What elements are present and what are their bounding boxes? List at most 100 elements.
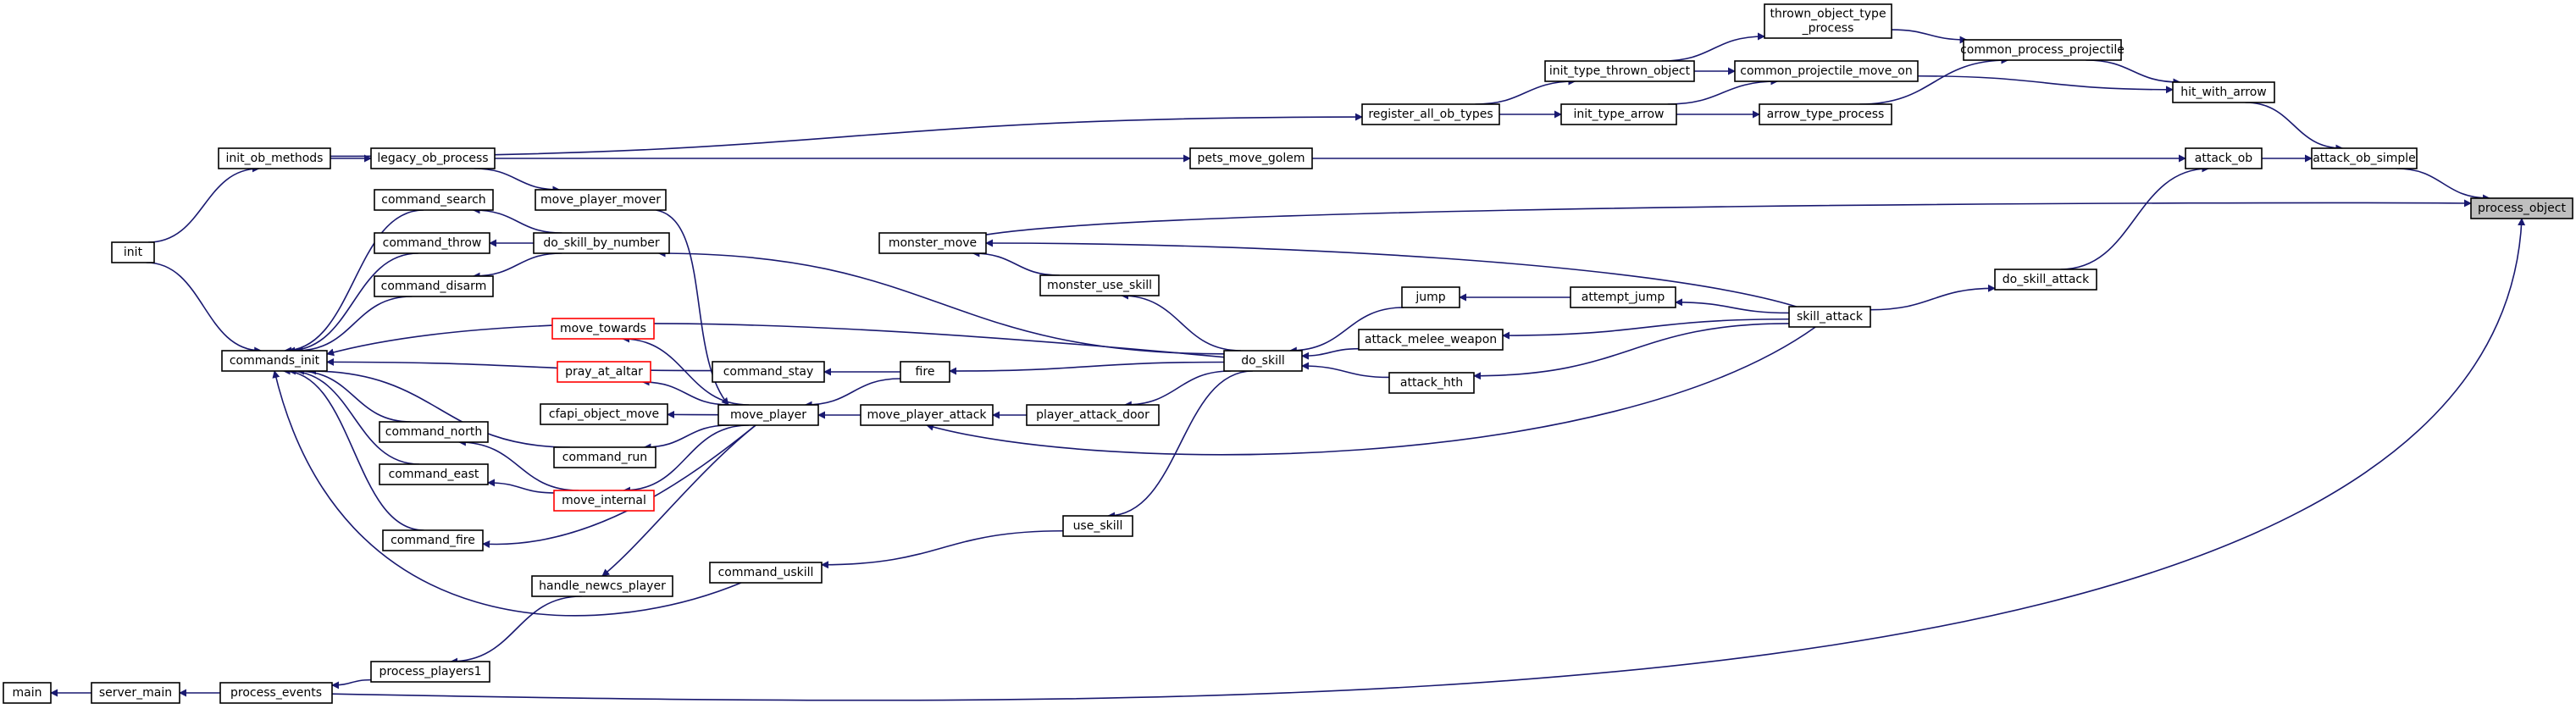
node-label: do_skill_attack (2003, 273, 2090, 286)
node-label: init (124, 246, 143, 259)
node-common-projectile-move-on[interactable]: common_projectile_move_on (1734, 60, 1919, 82)
node-attack-ob[interactable]: attack_ob (2185, 147, 2263, 169)
node-box (2185, 147, 2263, 169)
node-process-events[interactable]: process_events (219, 682, 333, 704)
node-label: move_player_mover (540, 193, 661, 207)
node-skill-attack[interactable]: skill_attack (1788, 306, 1871, 328)
node-label: command_throw (383, 236, 482, 250)
node-box (860, 404, 994, 426)
edge-command_fire-to-commands_init (282, 367, 424, 531)
node-label: fire (916, 365, 935, 379)
node-arrow-type-process[interactable]: arrow_type_process (1759, 103, 1892, 125)
node-box (557, 361, 651, 383)
node-box (1734, 60, 1919, 82)
node-box (370, 147, 496, 169)
node-server-main[interactable]: server_main (91, 682, 180, 704)
node-box (1759, 103, 1892, 125)
edge-use_skill-to-command_uskill (821, 529, 1064, 569)
node-do-skill[interactable]: do_skill (1223, 350, 1303, 372)
node-box (379, 463, 489, 485)
node-box (1388, 372, 1475, 394)
node-box (712, 361, 825, 383)
node-label: process_events (230, 686, 322, 700)
node-label: command_north (385, 425, 482, 439)
node-do-skill-attack[interactable]: do_skill_attack (1994, 269, 2097, 291)
node-init[interactable]: init (111, 241, 155, 263)
node-player-attack-door[interactable]: player_attack_door (1026, 404, 1160, 426)
node-box (1026, 404, 1160, 426)
node-label: move_player_attack (867, 408, 987, 422)
node-use-skill[interactable]: use_skill (1062, 515, 1133, 537)
node-attack-ob-simple[interactable]: attack_ob_simple (2311, 147, 2418, 169)
node-command-run[interactable]: command_run (553, 446, 656, 468)
node-init-type-thrown-object[interactable]: init_type_thrown_object (1544, 60, 1695, 82)
node-jump[interactable]: jump (1401, 286, 1460, 308)
node-pray-at-altar[interactable]: pray_at_altar (557, 361, 651, 383)
edge-do_skill-to-monster_use_skill (1121, 291, 1241, 352)
node-handle-newcs-player[interactable]: handle_newcs_player (531, 575, 673, 597)
edge-monster_move-to-process_object (985, 199, 2472, 235)
node-move-towards[interactable]: move_towards (551, 318, 655, 340)
node-process-object[interactable]: process_object (2470, 197, 2573, 219)
edge-command_north-to-commands_init (296, 367, 412, 423)
node-label: init_type_arrow (1574, 108, 1665, 121)
node-box (540, 403, 668, 425)
node-main[interactable]: main (3, 682, 52, 704)
node-label: use_skill (1073, 519, 1123, 533)
edge-move_internal-to-command_east (487, 479, 555, 494)
node-monster-move[interactable]: monster_move (878, 232, 987, 254)
node-box (1358, 329, 1504, 351)
node-move-player-mover[interactable]: move_player_mover (535, 189, 667, 211)
node-move-internal[interactable]: move_internal (553, 490, 655, 512)
node-label: register_all_ob_types (1368, 108, 1493, 121)
node-command-disarm[interactable]: command_disarm (374, 275, 494, 297)
node-label: attempt_jump (1582, 291, 1665, 304)
node-box (1401, 286, 1460, 308)
node-command-search[interactable]: command_search (374, 189, 494, 211)
node-box (1963, 39, 2122, 61)
node-command-fire[interactable]: command_fire (382, 529, 484, 551)
node-fire[interactable]: fire (900, 361, 950, 383)
node-register-all-ob-types[interactable]: register_all_ob_types (1361, 103, 1500, 125)
node-command-throw[interactable]: command_throw (374, 232, 490, 254)
node-box (91, 682, 180, 704)
node-process-players1[interactable]: process_players1 (370, 661, 490, 683)
node-command-north[interactable]: command_north (379, 421, 489, 443)
node-command-uskill[interactable]: command_uskill (709, 562, 823, 584)
node-box (1062, 515, 1133, 537)
node-commands-init[interactable]: commands_init (221, 350, 328, 372)
edge-do_skill_by_number-to-command_disarm (472, 252, 562, 280)
node-label: command_disarm (381, 280, 487, 293)
node-box (374, 232, 490, 254)
node-legacy-ob-process[interactable]: legacy_ob_process (370, 147, 496, 169)
edge-handle_newcs_player-to-process_players1 (450, 595, 582, 666)
node-box (1361, 103, 1500, 125)
edge-attack_hth-to-do_skill (1301, 362, 1390, 379)
node-label: process_players1 (379, 665, 481, 678)
node-cfapi-object-move[interactable]: cfapi_object_move (540, 403, 668, 425)
edge-do_skill_attack-to-attack_ob (2060, 164, 2210, 270)
node-monster-use-skill[interactable]: monster_use_skill (1039, 274, 1160, 296)
node-command-stay[interactable]: command_stay (712, 361, 825, 383)
node-move-player-attack[interactable]: move_player_attack (860, 404, 994, 426)
node-box (2470, 197, 2573, 219)
node-pets-move-golem[interactable]: pets_move_golem (1189, 147, 1313, 169)
edge-skill_attack-to-do_skill_attack (1870, 284, 1996, 311)
node-common-process-projectile[interactable]: common_process_projectile (1960, 39, 2125, 61)
node-hit-with-arrow[interactable]: hit_with_arrow (2172, 81, 2275, 103)
node-do-skill-by-number[interactable]: do_skill_by_number (533, 232, 670, 254)
node-attack-hth[interactable]: attack_hth (1388, 372, 1475, 394)
node-box (382, 529, 484, 551)
node-move-player[interactable]: move_player (717, 404, 819, 426)
node-attempt-jump[interactable]: attempt_jump (1570, 286, 1676, 308)
node-init-ob-methods[interactable]: init_ob_methods (218, 147, 331, 169)
node-attack-melee-weapon[interactable]: attack_melee_weapon (1358, 329, 1504, 351)
node-command-east[interactable]: command_east (379, 463, 489, 485)
node-box (1994, 269, 2097, 291)
nodes: process_objectattack_ob_simpleattack_obh… (3, 3, 2573, 704)
node-thrown-object-type-process[interactable]: thrown_object_type_process (1764, 3, 1892, 39)
edge-process_events-to-process_object (331, 218, 2526, 701)
node-init-type-arrow[interactable]: init_type_arrow (1560, 103, 1677, 125)
node-label: pets_move_golem (1198, 152, 1305, 165)
